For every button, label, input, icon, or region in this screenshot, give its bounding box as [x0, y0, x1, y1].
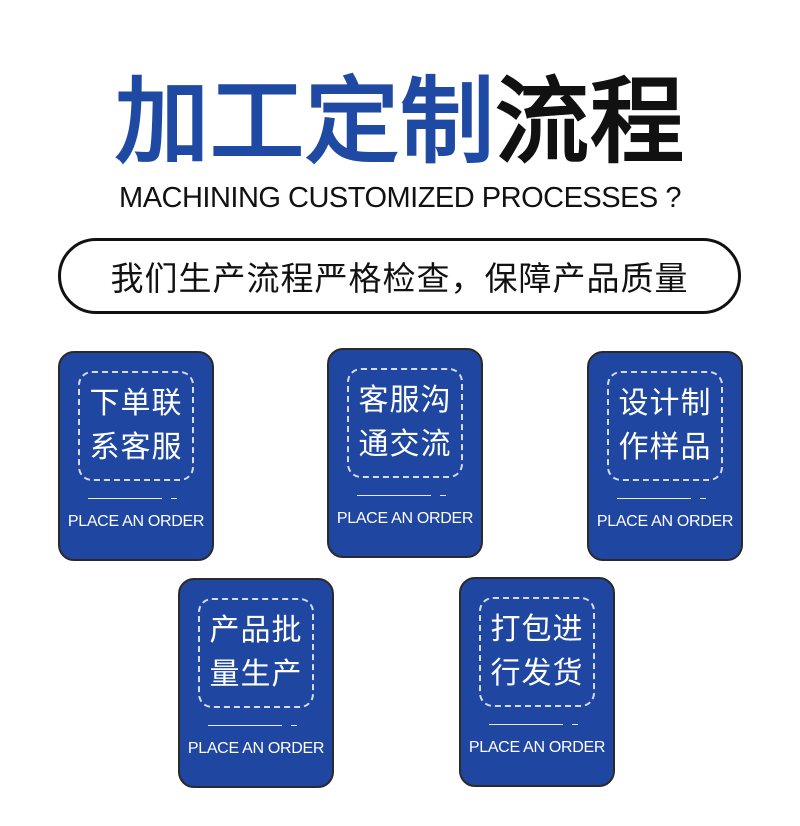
step-divider	[208, 725, 282, 726]
step-label: PLACE AN ORDER	[596, 513, 734, 530]
step-title-line-1: 打包进	[490, 612, 584, 647]
step-title-line-1: 下单联	[89, 386, 183, 421]
step-card-frame: 产品批 量生产	[198, 598, 314, 708]
step-divider-dash	[171, 498, 177, 499]
step-card-frame: 客服沟 通交流	[347, 368, 463, 478]
step-card-3: 设计制 作样品 PLACE AN ORDER	[587, 351, 743, 561]
page-subtitle: MACHINING CUSTOMIZED PROCESSES ?	[119, 182, 681, 214]
step-divider	[489, 724, 563, 725]
step-title-line-2: 系客服	[89, 430, 183, 465]
page-title-black: 流程	[495, 68, 686, 177]
step-title-line-2: 行发货	[490, 656, 584, 691]
step-title-line-2: 作样品	[618, 430, 712, 465]
step-label: PLACE AN ORDER	[468, 739, 606, 756]
step-divider-dash	[572, 724, 578, 725]
quality-banner-text: 我们生产流程严格检查，保障产品质量	[110, 259, 689, 298]
quality-banner: 我们生产流程严格检查，保障产品质量	[58, 238, 741, 314]
step-card-2: 客服沟 通交流 PLACE AN ORDER	[327, 348, 483, 558]
step-card-frame: 打包进 行发货	[479, 597, 595, 707]
step-divider	[617, 498, 691, 499]
step-card-4: 产品批 量生产 PLACE AN ORDER	[178, 578, 334, 788]
step-title-line-1: 产品批	[209, 613, 303, 648]
step-title-line-1: 客服沟	[358, 383, 452, 418]
page-title: 加工定制流程	[0, 64, 800, 182]
step-card-1: 下单联 系客服 PLACE AN ORDER	[58, 351, 214, 561]
step-divider-dash	[291, 725, 297, 726]
step-label: PLACE AN ORDER	[336, 510, 474, 527]
step-divider	[357, 495, 431, 496]
step-divider	[88, 498, 162, 499]
step-card-frame: 设计制 作样品	[607, 371, 723, 481]
step-divider-dash	[440, 495, 446, 496]
step-card-5: 打包进 行发货 PLACE AN ORDER	[459, 577, 615, 787]
step-card-frame: 下单联 系客服	[78, 371, 194, 481]
page-title-blue: 加工定制	[114, 68, 495, 177]
step-label: PLACE AN ORDER	[187, 740, 325, 757]
step-title-line-1: 设计制	[618, 386, 712, 421]
step-label: PLACE AN ORDER	[67, 513, 205, 530]
step-title-line-2: 量生产	[209, 657, 303, 692]
step-divider-dash	[700, 498, 706, 499]
step-title-line-2: 通交流	[358, 427, 452, 462]
